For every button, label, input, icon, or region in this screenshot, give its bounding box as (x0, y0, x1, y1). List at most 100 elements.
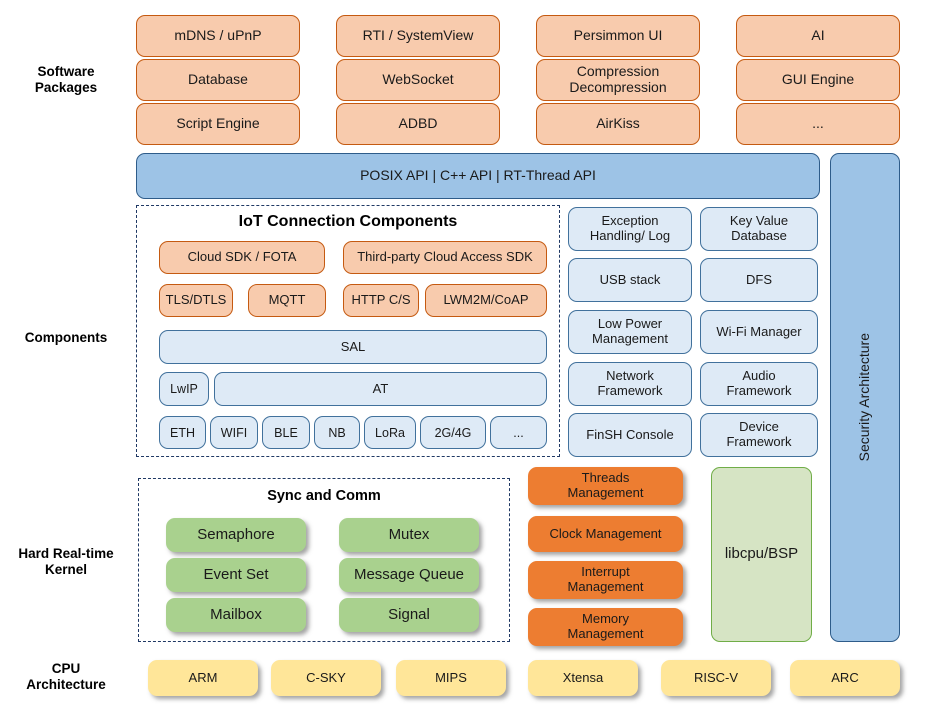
package-label: Database (188, 71, 248, 88)
sync-box[interactable]: Message Queue (339, 558, 479, 592)
libcpu-bsp-label: libcpu/BSP (724, 545, 799, 563)
package-box[interactable]: GUI Engine (736, 59, 900, 101)
package-label: RTI / SystemView (362, 27, 474, 44)
sync-box[interactable]: Semaphore (166, 518, 306, 552)
api-bar[interactable]: POSIX API | C++ API | RT-Thread API (136, 153, 820, 199)
iot-link-box[interactable]: ETH (159, 416, 206, 449)
package-box[interactable]: ... (736, 103, 900, 145)
component-label: Low Power Management (592, 316, 668, 346)
component-box[interactable]: Exception Handling/ Log (568, 207, 692, 251)
iot-protocol-box[interactable]: LWM2M/CoAP (425, 284, 547, 317)
package-label: Compression Decompression (569, 63, 667, 95)
cpu-arch-label: MIPS (435, 669, 467, 685)
cpu-arch-box[interactable]: ARM (148, 660, 258, 696)
sync-box[interactable]: Mutex (339, 518, 479, 552)
package-box[interactable]: WebSocket (336, 59, 500, 101)
package-label: Script Engine (176, 115, 260, 132)
iot-link-label: BLE (274, 425, 298, 440)
iot-protocol-box[interactable]: TLS/DTLS (159, 284, 233, 317)
sync-and-comm-title: Sync and Comm (267, 488, 381, 504)
iot-cloud-label: Cloud SDK / FOTA (187, 249, 297, 265)
component-label: Wi-Fi Manager (716, 323, 802, 339)
component-box[interactable]: FinSH Console (568, 413, 692, 457)
iot-protocol-label: LWM2M/CoAP (443, 292, 529, 308)
sync-box[interactable]: Mailbox (166, 598, 306, 632)
component-label: Key Value Database (729, 213, 789, 243)
cpu-arch-box[interactable]: C-SKY (271, 660, 381, 696)
iot-link-label: 2G/4G (434, 425, 472, 440)
iot-protocol-label: HTTP C/S (351, 292, 411, 308)
iot-link-label: WIFI (220, 425, 248, 440)
package-box[interactable]: ADBD (336, 103, 500, 145)
cpu-arch-box[interactable]: MIPS (396, 660, 506, 696)
iot-sal-box[interactable]: SAL (159, 330, 547, 364)
package-box[interactable]: Persimmon UI (536, 15, 700, 57)
package-box[interactable]: AI (736, 15, 900, 57)
security-architecture-bar[interactable]: Security Architecture (830, 153, 900, 642)
package-label: GUI Engine (781, 71, 855, 88)
component-box[interactable]: Low Power Management (568, 310, 692, 354)
component-label: Device Framework (726, 419, 792, 449)
package-box[interactable]: Database (136, 59, 300, 101)
sync-label: Event Set (203, 565, 269, 583)
component-box[interactable]: Key Value Database (700, 207, 818, 251)
package-label: WebSocket (382, 71, 454, 88)
iot-lwip-box[interactable]: LwIP (159, 372, 209, 406)
iot-cloud-box[interactable]: Third-party Cloud Access SDK (343, 241, 547, 274)
kernel-management-box[interactable]: Memory Management (528, 608, 683, 646)
iot-link-box[interactable]: WIFI (210, 416, 258, 449)
component-label: Audio Framework (726, 368, 792, 398)
iot-protocol-box[interactable]: MQTT (248, 284, 326, 317)
package-box[interactable]: Compression Decompression (536, 59, 700, 101)
kernel-management-box[interactable]: Clock Management (528, 516, 683, 552)
iot-link-box[interactable]: BLE (262, 416, 310, 449)
iot-link-label: LoRa (375, 425, 405, 440)
section-label-kernel: Hard Real-time Kernel (18, 545, 114, 577)
iot-link-box[interactable]: ... (490, 416, 547, 449)
sync-and-comm-group (138, 478, 510, 642)
package-box[interactable]: mDNS / uPnP (136, 15, 300, 57)
sync-label: Message Queue (353, 565, 465, 583)
component-box[interactable]: Audio Framework (700, 362, 818, 406)
package-box[interactable]: Script Engine (136, 103, 300, 145)
iot-protocol-box[interactable]: HTTP C/S (343, 284, 419, 317)
kernel-management-box[interactable]: Threads Management (528, 467, 683, 505)
section-label-components: Components (24, 329, 108, 345)
component-box[interactable]: Device Framework (700, 413, 818, 457)
package-label: ADBD (398, 115, 438, 132)
cpu-arch-label: C-SKY (306, 669, 346, 685)
iot-at-box[interactable]: AT (214, 372, 547, 406)
component-box[interactable]: Wi-Fi Manager (700, 310, 818, 354)
package-label: AirKiss (596, 115, 640, 132)
cpu-arch-box[interactable]: ARC (790, 660, 900, 696)
section-label-software-packages: Software Packages (34, 63, 98, 95)
kernel-management-label: Threads Management (567, 470, 644, 500)
iot-sal-label: SAL (340, 338, 366, 354)
component-label: Exception Handling/ Log (589, 213, 671, 243)
cpu-arch-box[interactable]: RISC-V (661, 660, 771, 696)
package-box[interactable]: AirKiss (536, 103, 700, 145)
iot-link-label: ETH (170, 425, 195, 440)
iot-link-box[interactable]: LoRa (364, 416, 416, 449)
cpu-arch-box[interactable]: Xtensa (528, 660, 638, 696)
package-label: AI (811, 27, 825, 44)
iot-connection-components-group (136, 205, 560, 457)
sync-label: Signal (388, 605, 430, 623)
iot-cloud-box[interactable]: Cloud SDK / FOTA (159, 241, 325, 274)
iot-link-box[interactable]: 2G/4G (420, 416, 486, 449)
iot-link-box[interactable]: NB (314, 416, 360, 449)
component-box[interactable]: Network Framework (568, 362, 692, 406)
iot-protocol-label: MQTT (268, 292, 306, 308)
api-bar-label: POSIX API | C++ API | RT-Thread API (360, 167, 596, 184)
package-box[interactable]: RTI / SystemView (336, 15, 500, 57)
sync-box[interactable]: Event Set (166, 558, 306, 592)
libcpu-bsp-box[interactable]: libcpu/BSP (711, 467, 812, 642)
package-label: ... (812, 115, 824, 132)
package-label: mDNS / uPnP (174, 27, 262, 44)
sync-box[interactable]: Signal (339, 598, 479, 632)
component-box[interactable]: DFS (700, 258, 818, 302)
kernel-management-box[interactable]: Interrupt Management (528, 561, 683, 599)
component-box[interactable]: USB stack (568, 258, 692, 302)
sync-label: Mutex (388, 525, 430, 543)
